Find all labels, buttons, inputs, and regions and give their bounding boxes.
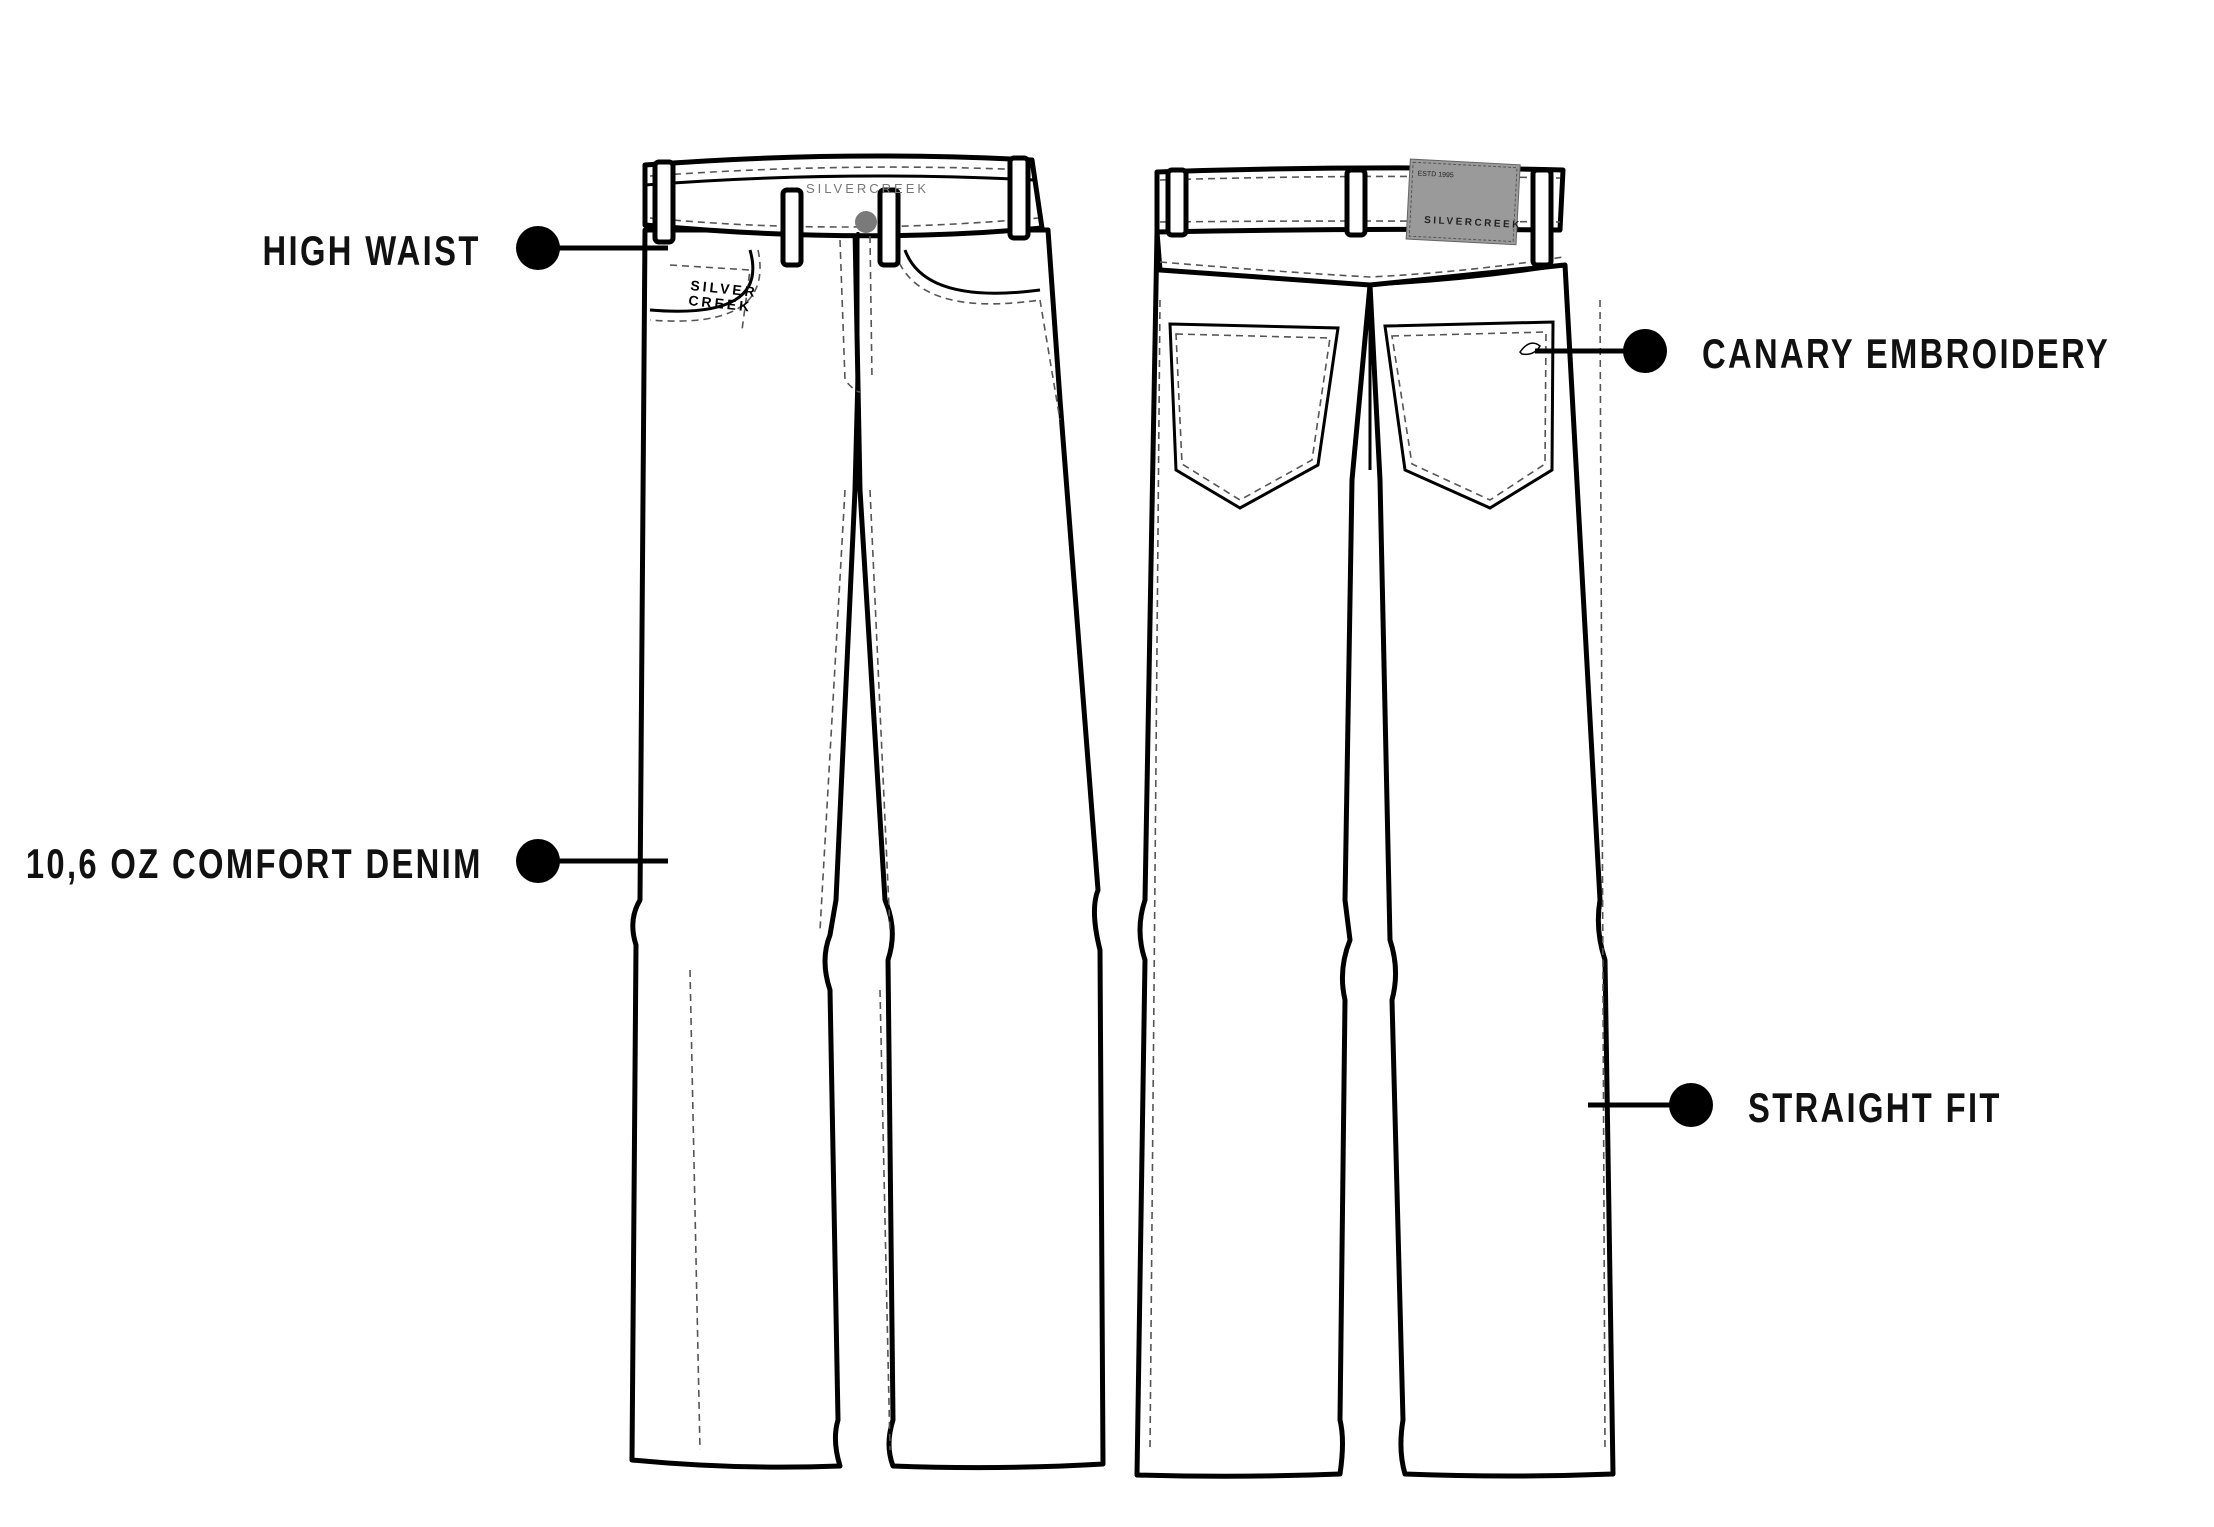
back-left-pocket: [1168, 322, 1340, 510]
callout-canary-embroidery: CANARY EMBROIDERY: [1702, 330, 2111, 377]
callout-fit-leader: [1588, 1083, 1713, 1127]
back-right-pocket: [1383, 320, 1555, 510]
leather-patch: ESTD 1995 SILVERCREEK: [1405, 158, 1522, 246]
waistband-brand: SILVERCREEK: [806, 181, 929, 196]
button-icon: [855, 211, 877, 233]
callout-embroidery-leader: [1535, 329, 1667, 373]
belt-loop: [652, 159, 676, 245]
callout-dot-icon: [1669, 1083, 1713, 1127]
callout-high-waist-leader: [516, 226, 668, 270]
belt-loop: [780, 187, 804, 268]
belt-loop: [1165, 167, 1189, 238]
callout-dot-icon: [516, 839, 560, 883]
canary-embroidery-icon: [1519, 342, 1541, 356]
callout-high-waist: HIGH WAIST: [262, 227, 481, 274]
callout-denim-leader: [516, 839, 668, 883]
back-right-leg: [1367, 262, 1616, 1479]
belt-loop: [1344, 167, 1368, 238]
belt-loop: [1007, 155, 1031, 241]
callout-comfort-denim: 10,6 OZ COMFORT DENIM: [26, 840, 483, 887]
patch-estd: ESTD 1995: [1417, 170, 1454, 179]
back-left-leg: [1134, 229, 1373, 1479]
back-view: ESTD 1995 SILVERCREEK: [1134, 158, 1616, 1479]
front-left-leg: [629, 227, 863, 1470]
patch-brand: SILVERCREEK: [1424, 215, 1522, 231]
belt-loop: [877, 187, 901, 268]
front-view: SILVERCREEK SILVER CREEK: [629, 153, 1106, 1471]
pocket-brand-line1: SILVER: [690, 277, 759, 300]
pocket-brand-line2: CREEK: [688, 292, 753, 315]
belt-loop: [1530, 167, 1554, 268]
callout-dot-icon: [516, 226, 560, 270]
front-right-leg: [852, 227, 1106, 1471]
callout-dot-icon: [1623, 329, 1667, 373]
callout-straight-fit: STRAIGHT FIT: [1748, 1084, 2002, 1131]
